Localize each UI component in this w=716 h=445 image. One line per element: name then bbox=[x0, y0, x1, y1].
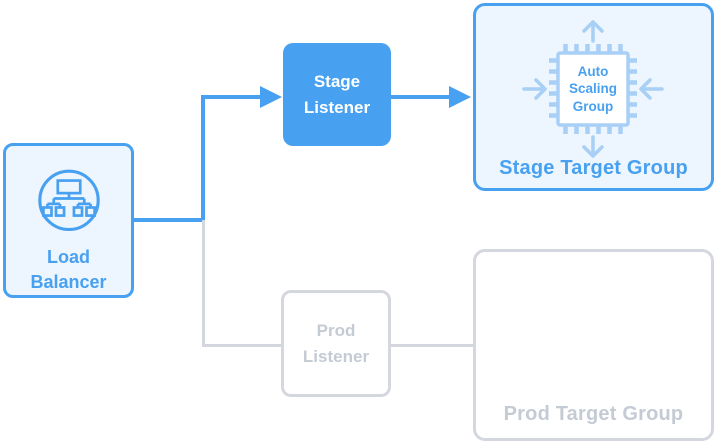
node-stage-listener: Stage Listener bbox=[283, 43, 391, 146]
node-prod-listener: Prod Listener bbox=[281, 290, 391, 397]
node-stage-target-group: Auto Scaling Group Stage Target Group bbox=[473, 3, 714, 191]
stage-listener-label: Stage Listener bbox=[303, 72, 371, 117]
auto-scaling-group-chip-icon bbox=[522, 20, 664, 158]
auto-scaling-group-label: Auto Scaling Group bbox=[568, 63, 617, 114]
arrowhead-into-stage-listener-icon bbox=[260, 86, 282, 108]
connector-lb-out bbox=[132, 218, 203, 222]
connector-prod-branch-vertical bbox=[202, 220, 205, 347]
arrowhead-into-stage-target-icon bbox=[449, 86, 471, 108]
load-balancer-label: Load Balancer bbox=[30, 246, 107, 292]
connector-stage-listener-to-target bbox=[391, 95, 449, 99]
load-balancer-icon bbox=[37, 169, 100, 232]
prod-target-group-label: Prod Target Group bbox=[503, 403, 684, 425]
chip-pins bbox=[549, 44, 637, 134]
node-prod-target-group: Prod Target Group bbox=[473, 249, 714, 441]
prod-listener-label: Prod Listener bbox=[302, 321, 370, 366]
stage-target-group-label: Stage Target Group bbox=[499, 157, 688, 179]
node-load-balancer: Load Balancer bbox=[3, 143, 134, 298]
connector-stage-branch-horizontal bbox=[201, 95, 261, 99]
connector-prod-listener-to-target bbox=[391, 344, 474, 347]
scale-arrows-icon bbox=[522, 20, 664, 158]
connector-stage-branch-vertical bbox=[201, 95, 205, 222]
connector-prod-branch-horizontal bbox=[202, 344, 282, 347]
